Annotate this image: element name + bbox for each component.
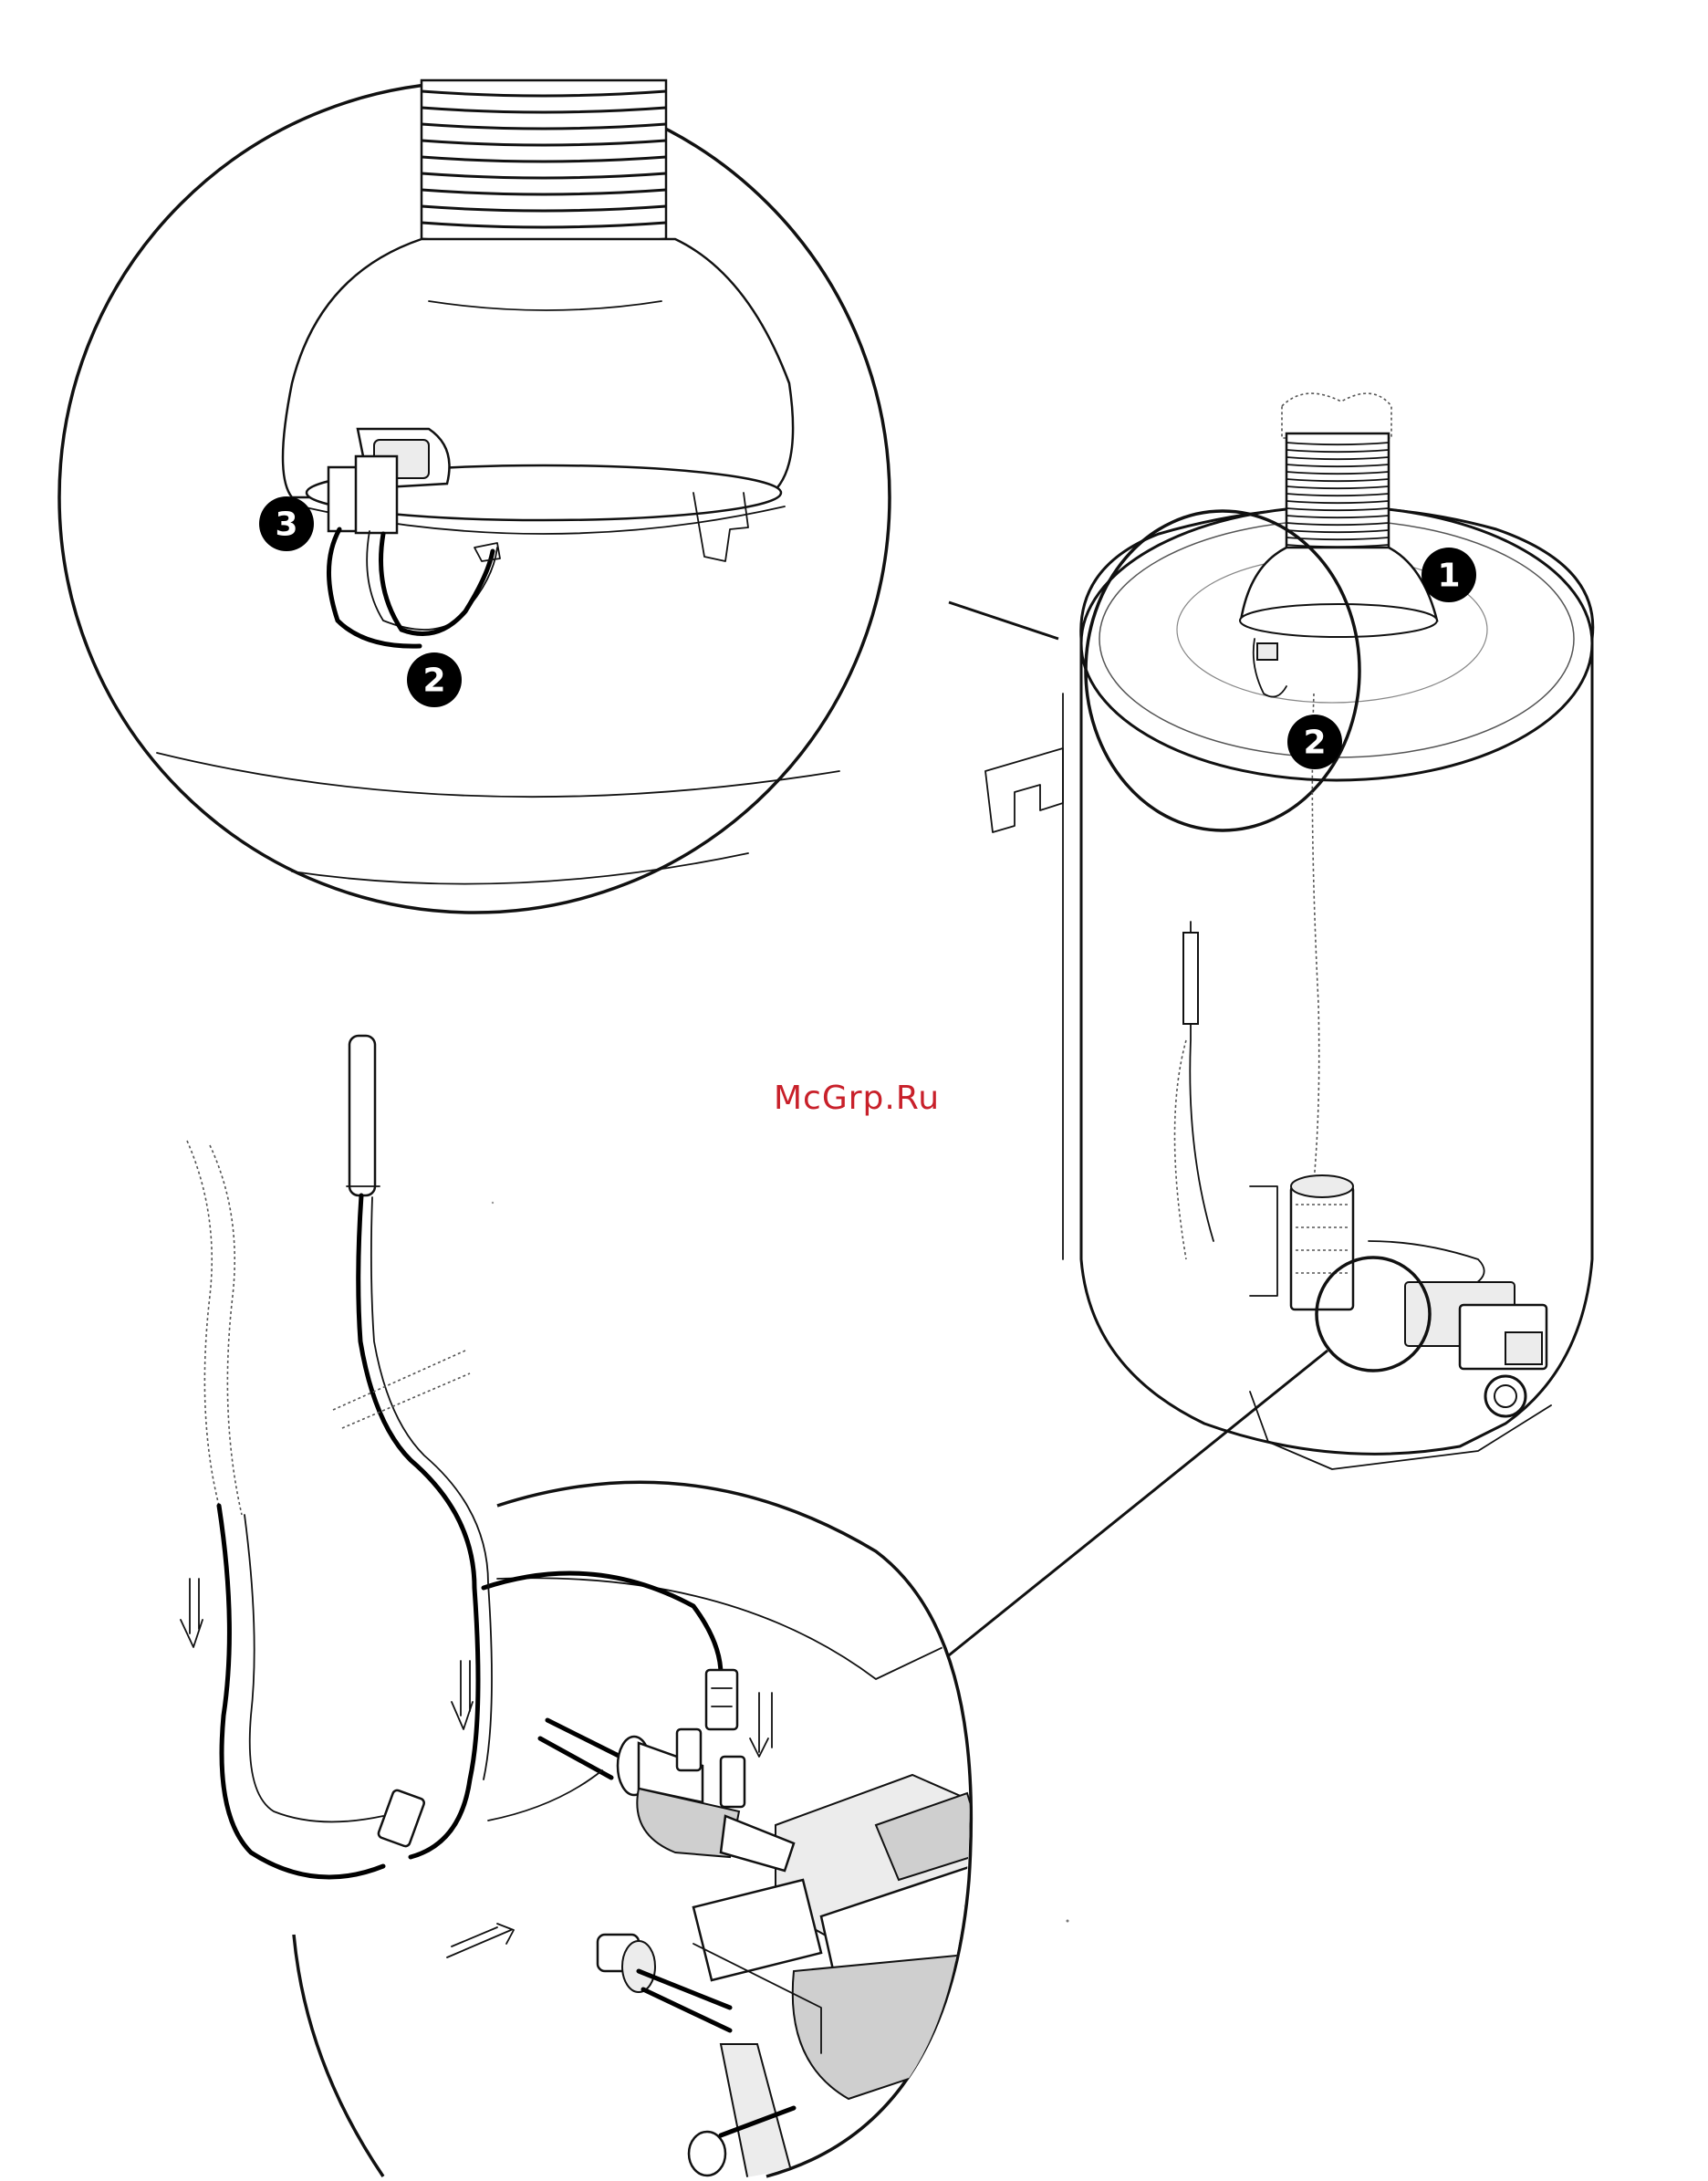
callout-3: 3 [259, 496, 314, 551]
svg-text:1: 1 [1437, 558, 1460, 595]
arrow-down-icon [452, 1661, 473, 1729]
thermocouple-assembly [181, 1036, 602, 1877]
sensor-probe [349, 1036, 375, 1195]
svg-text:2: 2 [1303, 725, 1326, 762]
leader-line-bottom [931, 1351, 1328, 1670]
watermark: McGrp.Ru [774, 1080, 940, 1117]
arrow-down-icon [181, 1579, 203, 1647]
svg-text:3: 3 [275, 506, 297, 544]
callout-1: 1 [1422, 548, 1476, 602]
wall-bracket [985, 748, 1063, 832]
svg-text:2: 2 [422, 663, 445, 700]
leader-line-top [949, 602, 1058, 639]
callout-2-detail: 2 [407, 652, 462, 707]
arrow-right-icon [447, 1924, 514, 1957]
water-heater: 1 2 [985, 393, 1593, 1469]
callout-2-heater: 2 [1287, 715, 1342, 769]
draft-hood-detail-view: 3 2 [59, 80, 890, 913]
